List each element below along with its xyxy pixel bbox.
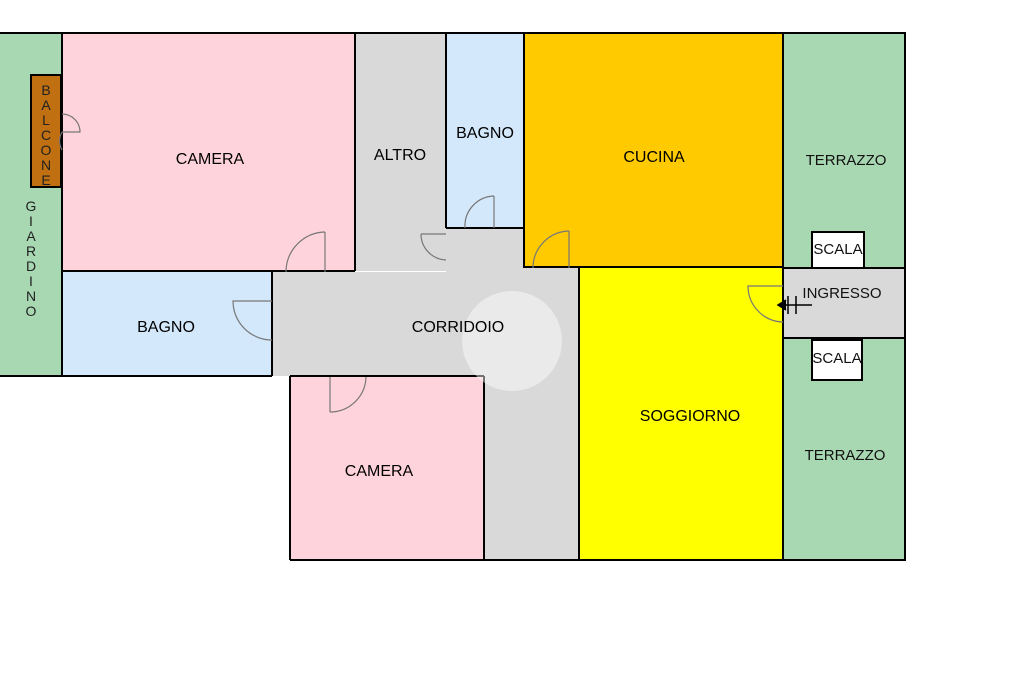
- svg-text:L: L: [42, 112, 50, 128]
- svg-text:A: A: [41, 97, 51, 113]
- camera-bottom-label: CAMERA: [345, 463, 414, 480]
- svg-text:R: R: [26, 243, 36, 259]
- terrazzo-top-label: TERRAZZO: [806, 152, 887, 169]
- balcone-vertical-label: B A L C O N E: [41, 82, 52, 188]
- svg-text:N: N: [41, 157, 51, 173]
- svg-text:B: B: [41, 82, 50, 98]
- bagno-top-room: [447, 34, 523, 227]
- soggiorno-room: [579, 268, 783, 560]
- terrazzo-bottom-label: TERRAZZO: [805, 447, 886, 464]
- altro-label: ALTRO: [374, 147, 426, 164]
- bagno-top-label: BAGNO: [456, 125, 514, 142]
- svg-text:I: I: [29, 213, 33, 229]
- ingresso-area: [784, 268, 904, 338]
- soggiorno-label: SOGGIORNO: [640, 408, 740, 425]
- cucina-room: [524, 34, 782, 267]
- corridoio-area: [272, 228, 578, 560]
- svg-text:G: G: [26, 198, 37, 214]
- svg-text:E: E: [41, 172, 50, 188]
- scala-bottom-box: [811, 339, 863, 381]
- ingresso-label: INGRESSO: [802, 285, 881, 302]
- scala-bottom-label: SCALA: [812, 350, 861, 367]
- balcone-area: [30, 74, 62, 188]
- svg-text:O: O: [41, 142, 52, 158]
- svg-text:O: O: [26, 303, 37, 319]
- terrazzo-top-area: [784, 34, 904, 268]
- scala-top-box: [811, 231, 865, 269]
- entrance-arrow-icon: [776, 296, 812, 314]
- door-arcs: [58, 113, 784, 413]
- camera-top-label: CAMERA: [176, 151, 245, 168]
- svg-text:C: C: [41, 127, 51, 143]
- watermark-logo: [462, 291, 562, 391]
- svg-text:A: A: [26, 228, 36, 244]
- svg-text:D: D: [26, 258, 36, 274]
- bagno-left-label: BAGNO: [137, 319, 195, 336]
- corridoio-label: CORRIDOIO: [412, 319, 504, 336]
- svg-text:N: N: [26, 288, 36, 304]
- altro-room: [356, 34, 446, 271]
- camera-bottom-room: [291, 377, 483, 560]
- scala-top-label: SCALA: [813, 241, 862, 258]
- giardino-vertical-label: G I A R D I N O: [26, 198, 37, 319]
- camera-top-room: [63, 34, 355, 271]
- cucina-label: CUCINA: [623, 149, 685, 166]
- bagno-left-room: [63, 272, 272, 376]
- walls: [0, 32, 906, 561]
- svg-text:I: I: [29, 273, 33, 289]
